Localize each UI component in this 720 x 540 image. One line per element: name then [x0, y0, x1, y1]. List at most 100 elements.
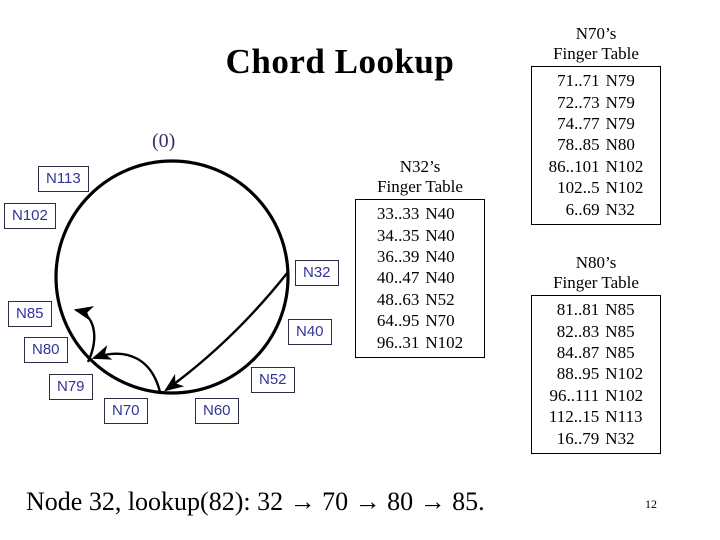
- finger-entry-range: 64..95: [376, 311, 420, 331]
- finger-entry-range: 6..69: [565, 199, 600, 219]
- finger-entry-range: 74..77: [557, 113, 600, 133]
- finger-table-subtitle-n32: Finger Table: [377, 177, 463, 197]
- finger-entry-range: 34..35: [376, 225, 420, 245]
- finger-entry-range: 36..39: [376, 246, 420, 266]
- finger-entry-range: 102..5: [557, 178, 600, 198]
- page-number: 12: [645, 497, 657, 511]
- finger-entry-target: N52: [425, 289, 455, 309]
- finger-entry-target: N79: [605, 92, 635, 112]
- finger-table-owner-n32: N32’s: [399, 157, 441, 176]
- ring-node-n113[interactable]: N113: [38, 166, 89, 192]
- finger-entry-target: N102: [425, 332, 464, 352]
- ring-node-n85[interactable]: N85: [8, 301, 52, 327]
- finger-entry-target: N113: [605, 407, 643, 427]
- ring-node-n102[interactable]: N102: [4, 203, 56, 229]
- ring-node-n60[interactable]: N60: [195, 398, 239, 424]
- ring-node-n70[interactable]: N70: [104, 398, 148, 424]
- identifier-ring-circle: [54, 159, 290, 395]
- finger-entry-target: N102: [605, 178, 644, 198]
- finger-entry-target: N79: [605, 71, 635, 91]
- ring-node-n32[interactable]: N32: [295, 260, 339, 286]
- finger-entry-target: N40: [425, 225, 455, 245]
- finger-table-owner-n80: N80’s: [575, 253, 617, 272]
- lookup-arrow-n80-to-n85: [73, 306, 96, 363]
- finger-entry-range: 96..31: [376, 332, 420, 352]
- finger-entry-target: N80: [605, 135, 635, 155]
- page-title: Chord Lookup: [225, 42, 455, 81]
- finger-entry-range: 78..85: [557, 135, 600, 155]
- finger-entry-target: N79: [605, 113, 635, 133]
- finger-entry-target: N40: [425, 246, 455, 266]
- ring-node-n40[interactable]: N40: [288, 319, 332, 345]
- finger-entry-range: 81..81: [556, 300, 600, 320]
- finger-entry-range: 112..15: [548, 407, 600, 427]
- finger-table-subtitle-n70: Finger Table: [553, 44, 639, 64]
- finger-entry-target: N102: [605, 385, 644, 405]
- finger-entry-target: N85: [605, 321, 635, 341]
- finger-entry-range: 82..83: [556, 321, 600, 341]
- finger-entry-range: 84..87: [556, 342, 600, 362]
- chord-ring-diagram: [0, 120, 360, 440]
- chord-ring-svg: [54, 159, 290, 395]
- finger-entry-range: 86..101: [548, 156, 600, 176]
- finger-entry-range: 88..95: [556, 364, 600, 384]
- finger-entry-target: N40: [425, 204, 455, 224]
- finger-entry-range: 48..63: [376, 289, 420, 309]
- finger-entry-target: N85: [605, 300, 635, 320]
- finger-entry-range: 40..47: [376, 268, 420, 288]
- finger-entry-target: N32: [605, 428, 635, 448]
- finger-entry-target: N102: [605, 156, 644, 176]
- ring-origin-label: (0): [152, 130, 176, 152]
- finger-entry-range: 96..111: [549, 385, 600, 405]
- finger-entry-range: 16..79: [556, 428, 600, 448]
- finger-entry-range: 33..33: [376, 204, 420, 224]
- finger-entry-range: 72..73: [557, 92, 600, 112]
- ring-node-n80[interactable]: N80: [24, 337, 68, 363]
- finger-entry-target: N102: [605, 364, 644, 384]
- ring-node-n52[interactable]: N52: [251, 367, 295, 393]
- lookup-arrow-n70-to-n80: [91, 345, 162, 393]
- finger-table-subtitle-n80: Finger Table: [553, 273, 639, 293]
- finger-entry-target: N40: [425, 268, 455, 288]
- finger-entry-target: N70: [425, 311, 455, 331]
- finger-table-owner-n70: N70’s: [575, 24, 617, 43]
- finger-entry-range: 71..71: [557, 71, 600, 91]
- finger-entry-target: N85: [605, 342, 635, 362]
- lookup-path-caption: Node 32, lookup(82): 32 → 70 → 80 → 85.: [26, 487, 485, 516]
- lookup-arrow-n32-to-n70: [164, 271, 289, 392]
- ring-node-n79[interactable]: N79: [49, 374, 93, 400]
